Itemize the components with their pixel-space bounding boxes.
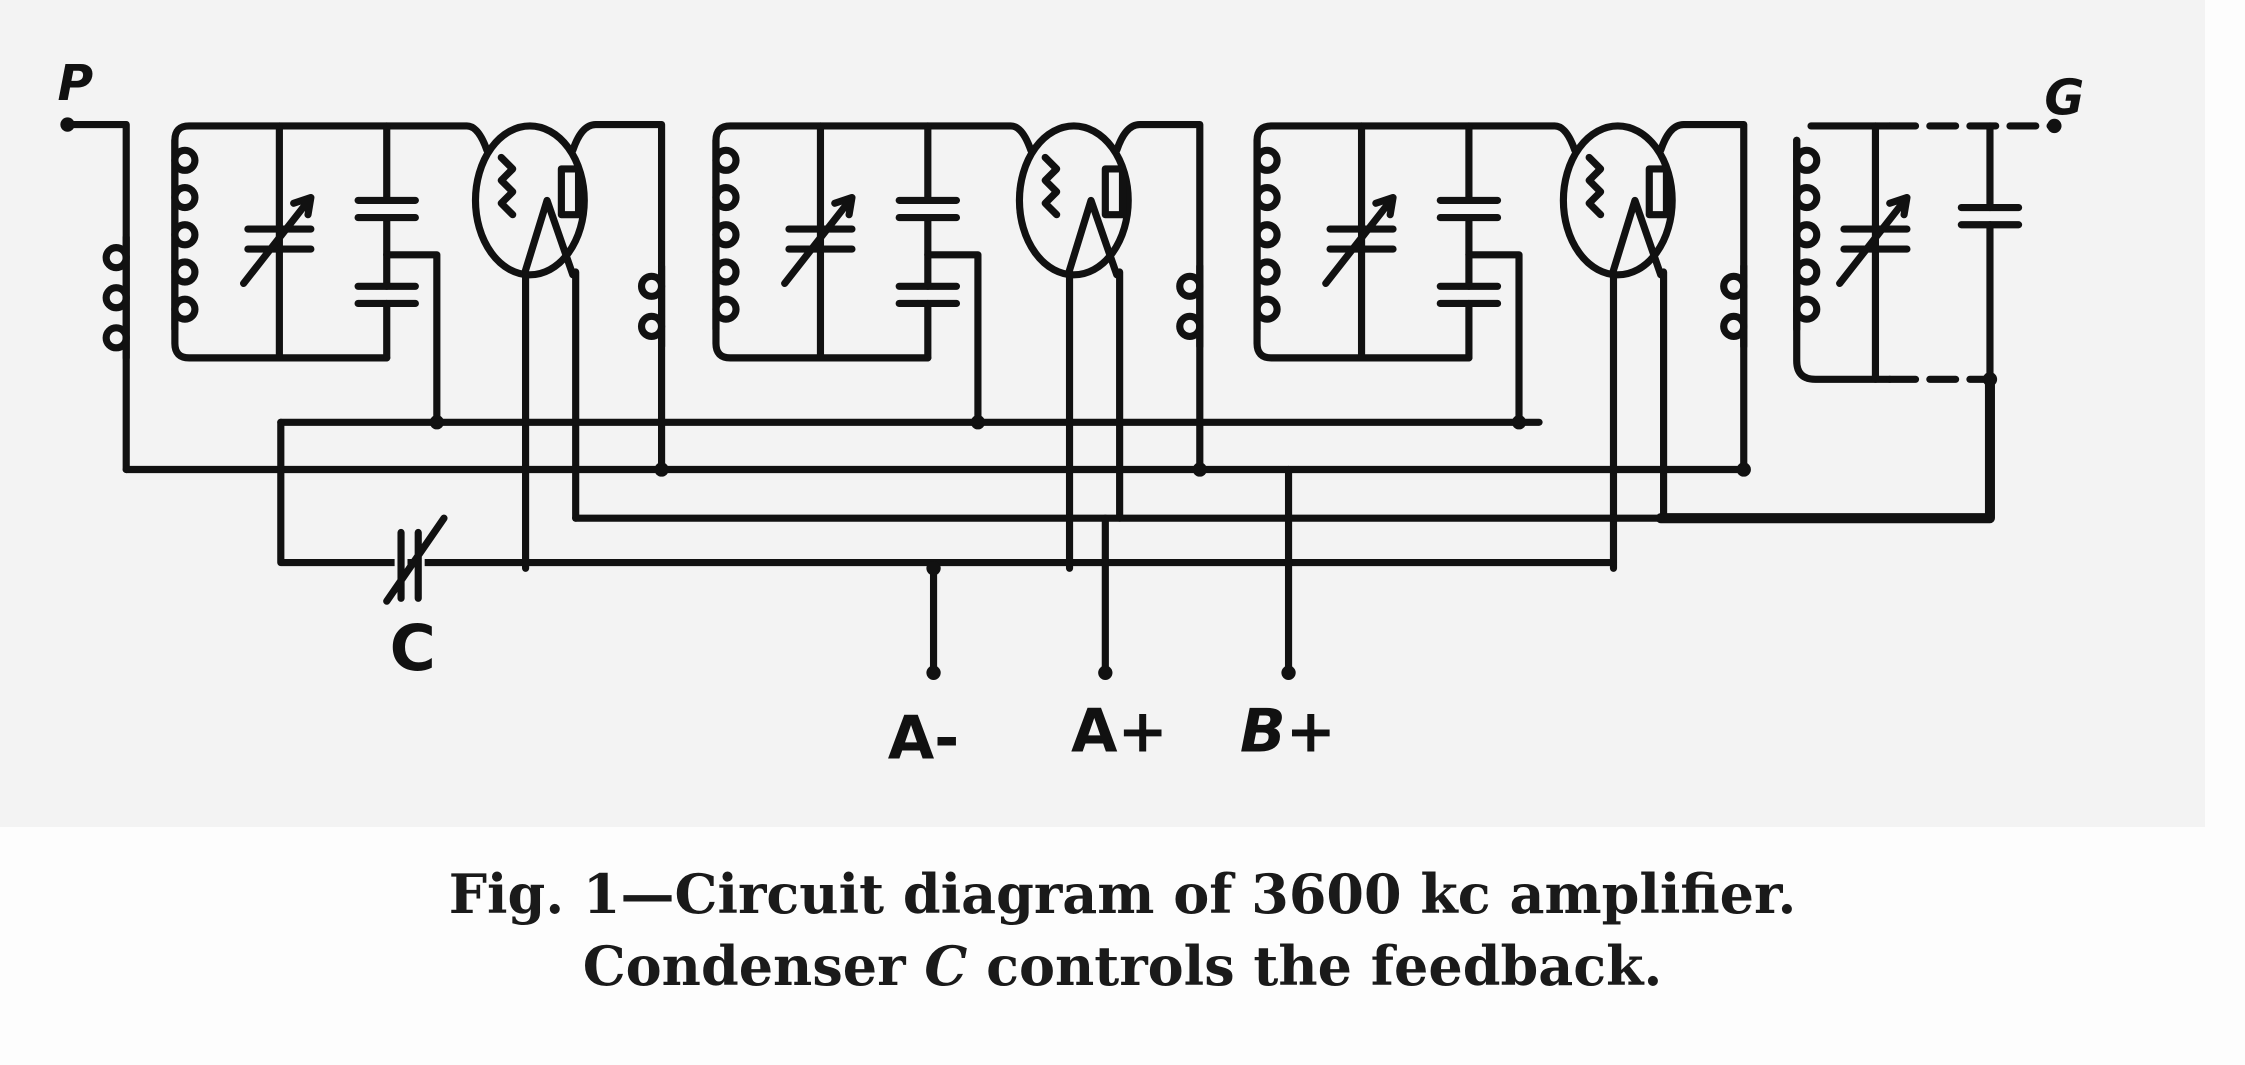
junction-dot [926, 561, 941, 576]
tube-envelope [1015, 122, 1132, 279]
tube-envelope [471, 122, 588, 279]
plate-lead [1113, 120, 1204, 474]
plate-lead [569, 120, 666, 474]
grid-return-wire [383, 251, 441, 426]
terminal-a-plus-dot [1098, 665, 1113, 680]
output-dashed-leads [1886, 122, 2058, 383]
variable-capacitor [1322, 193, 1397, 288]
tuned-coil [171, 136, 199, 333]
grid-return-wire [924, 251, 982, 426]
terminal-a-minus-dot [926, 665, 941, 680]
terminal-label-p: P [58, 56, 94, 112]
fixed-capacitor [354, 196, 419, 222]
tube-filament [520, 196, 577, 279]
terminal-label-g: G [2044, 71, 2084, 127]
output-return-wire [1655, 374, 1995, 524]
capacitor-plates [895, 282, 961, 308]
capacitor-plates [1840, 225, 1911, 253]
fixed-capacitor [895, 196, 961, 222]
terminal-label-a-minus: A- [888, 704, 959, 774]
terminal-label-a-plus: A+ [1071, 697, 1168, 767]
vacuum-tube-1 [471, 122, 588, 279]
tuned-coil [1253, 136, 1281, 333]
tube-envelope [1559, 122, 1676, 279]
tube-filament [1608, 196, 1665, 279]
caption-line-2: Condenser C controls the feedback. [582, 934, 1663, 998]
terminal-label-b-plus: B+ [1240, 697, 1336, 767]
fixed-capacitor [354, 282, 419, 308]
capacitor-plates [895, 196, 961, 222]
tube-plate [1645, 165, 1671, 219]
figure-caption: Fig. 1—Circuit diagram of 3600 kc amplif… [0, 858, 2245, 1002]
fixed-capacitor [895, 282, 961, 308]
input-primary-coil [102, 234, 130, 362]
filament-minus-bus-wire [277, 418, 1618, 567]
tuned-coil [712, 136, 740, 333]
caption-line-1: Fig. 1—Circuit diagram of 3600 kc amplif… [448, 862, 1797, 926]
capacitor-plates [1326, 225, 1397, 253]
tuned-circuit-loop [171, 122, 491, 362]
condenser-label-c: C [390, 612, 436, 685]
tube-plate [557, 165, 583, 219]
fixed-capacitor [1436, 196, 1502, 222]
plate-primary-coil [1176, 262, 1204, 350]
vacuum-tube-3 [1559, 122, 1676, 279]
tube-grid [1585, 153, 1605, 219]
variable-arrow [240, 193, 315, 288]
plate-primary-coil [1720, 262, 1748, 350]
plate-primary-coil [637, 262, 666, 350]
tube-plate [1101, 165, 1127, 219]
fixed-capacitor [1436, 282, 1502, 308]
vacuum-tube-2 [1015, 122, 1132, 279]
tube-grid [1041, 153, 1061, 219]
tube-grid [497, 153, 517, 219]
capacitor-plates [1957, 203, 2023, 229]
variable-arrow [781, 193, 856, 288]
input-primary-wire [63, 120, 130, 474]
terminal-g-dot [2047, 118, 2062, 134]
capacitor-plates [354, 196, 419, 222]
tuned-circuit-loop [1253, 122, 1579, 362]
feedback-condenser-c [383, 514, 448, 605]
caption-condenser-symbol: C [924, 934, 968, 998]
tuned-circuit-loop [712, 122, 1035, 362]
capacitor-plates [1436, 196, 1502, 222]
capacitor-plates [354, 282, 419, 308]
terminal-b-plus-dot [1281, 665, 1296, 680]
tube-filament [1064, 196, 1121, 279]
capacitor-plates [785, 225, 856, 253]
variable-arrow [1322, 193, 1397, 288]
grid-return-wire [1465, 251, 1523, 426]
variable-capacitor [781, 193, 856, 288]
variable-arrow [1836, 193, 1911, 288]
plate-lead [1657, 120, 1748, 474]
capacitor-plates [1436, 282, 1502, 308]
capacitor-plates [244, 225, 315, 253]
output-variable-capacitor [1836, 193, 1911, 288]
variable-capacitor [240, 193, 315, 288]
output-fixed-capacitor [1957, 203, 2023, 229]
